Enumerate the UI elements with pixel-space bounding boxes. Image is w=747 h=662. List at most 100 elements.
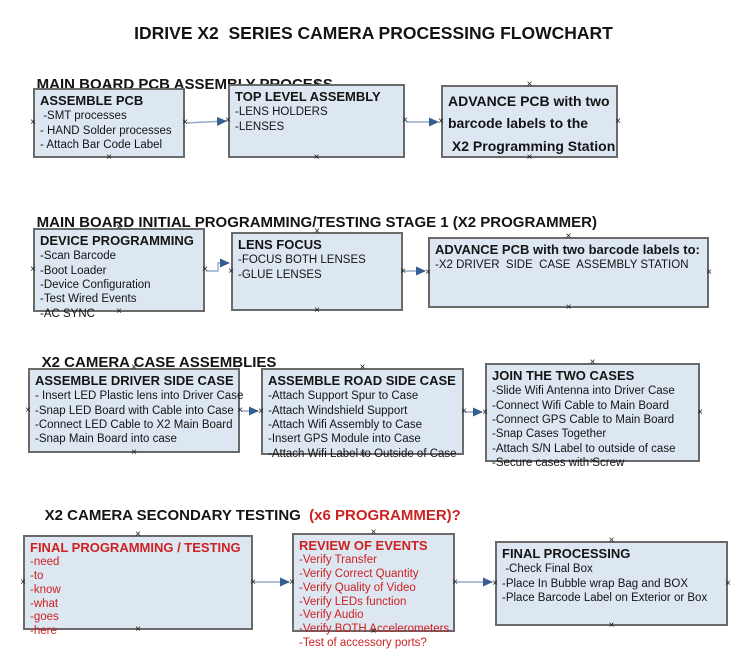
connector-handle-left: × [258, 405, 264, 417]
flow-box-advance-pcb-driver-side: ADVANCE PCB with two barcode labels to: … [425, 232, 712, 313]
flow-box-advance-pcb-programming-station: ADVANCE PCB with two barcode labels to t… [438, 80, 621, 163]
box-item: -Secure cases with Screw [492, 457, 625, 470]
box-item: - Insert LED Plastic lens into Driver Ca… [35, 390, 244, 403]
flow-arrow-assemble-to-toplevel [185, 116, 227, 126]
connector-handle-top: × [608, 535, 615, 546]
section-heading-case-assemblies: X2 CAMERA CASE ASSEMBLIES [25, 337, 277, 388]
flow-box-final-processing: FINAL PROCESSING -Check Final Box-Place … [492, 536, 731, 631]
connector-handle-bottom: × [313, 152, 320, 163]
box-item: -Attach Wifi Assembly to Case [268, 419, 423, 431]
flow-box-join-the-two-cases: JOIN THE TWO CASES -Slide Wifi Antenna i… [482, 358, 703, 470]
connector-handle-left: × [425, 266, 431, 278]
box-item: -Place In Bubble wrap Bag and BOX [502, 577, 689, 590]
box-title: TOP LEVEL ASSEMBLY [235, 89, 381, 104]
connector-handle-left: × [492, 577, 498, 589]
box-title: FINAL PROGRAMMING / TESTING [30, 540, 241, 555]
box-items: -FOCUS BOTH LENSES-GLUE LENSES [238, 253, 396, 282]
connector-handle-left: × [225, 115, 231, 126]
box-items: - Insert LED Plastic lens into Driver Ca… [35, 389, 244, 447]
connector-handle-right: × [250, 576, 256, 588]
box-item: -Verify Correct Quantity [299, 568, 419, 581]
box-item: -Verify BOTH Accelerometers [299, 623, 450, 636]
flow-box-review-of-events: REVIEW OF EVENTS -Verify Transfer-Verify… [289, 528, 458, 650]
box-item: -Test of accessory ports? [299, 637, 427, 650]
box-items: -Attach Support Spur to Case-Attach Wind… [268, 389, 457, 461]
heading-red-suffix: (x6 PROGRAMMER)? [300, 507, 461, 524]
box-item: -Device Configuration [40, 279, 151, 291]
connector-handle-left: × [289, 576, 295, 588]
box-item: -Check Final Box [502, 563, 593, 576]
connector-handle-right: × [706, 266, 712, 278]
connector-handle-right: × [182, 117, 188, 128]
box-item: -Verify Transfer [299, 554, 377, 567]
box-title: FINAL PROCESSING [502, 546, 631, 561]
connector-handle-right: × [400, 265, 406, 277]
connector-handle-right: × [237, 404, 243, 416]
box-item: -Connect LED Cable to X2 Main Board [35, 419, 233, 431]
box-item: -know [30, 583, 61, 596]
heading-text: X2 CAMERA CASE ASSEMBLIES [41, 354, 277, 371]
box-item: -LENS HOLDERS [235, 106, 328, 119]
box-items: -LENS HOLDERS-LENSES [235, 105, 398, 134]
box-item: -Attach Windshield Support [268, 404, 408, 417]
box-item: -Test Wired Events [40, 293, 137, 306]
connector-handle-left: × [228, 265, 234, 277]
box-item: -Snap Main Board into case [35, 433, 177, 446]
connector-handle-bottom: × [131, 447, 137, 458]
box-item: -what [30, 597, 59, 610]
connector-handle-bottom: × [565, 302, 572, 313]
box-item: -FOCUS BOTH LENSES [238, 254, 366, 267]
connector-handle-left: × [30, 117, 36, 128]
box-item: -to [30, 570, 44, 583]
connector-handle-right: × [461, 405, 467, 417]
page-title: IDRIVE X2 SERIES CAMERA PROCESSING FLOWC… [134, 23, 613, 43]
connector-handle-right: × [452, 576, 458, 588]
connector-handle-right: × [402, 115, 408, 126]
box-item: - HAND Solder processes [40, 124, 172, 137]
section-heading-initial-programming: MAIN BOARD INITIAL PROGRAMMING/TESTING S… [20, 197, 597, 248]
box-item: -Attach S/N Label to outside of case [492, 442, 676, 455]
box-title: ASSEMBLE DRIVER SIDE CASE [35, 373, 234, 388]
box-item: -Slide Wifi Antenna into Driver Case [492, 385, 675, 398]
connector-handle-left: × [20, 576, 26, 588]
box-title: ASSEMBLE ROAD SIDE CASE [268, 373, 456, 388]
box-item: -Verify LEDs function [299, 595, 407, 608]
flow-box-assemble-road-side-case: ASSEMBLE ROAD SIDE CASE -Attach Support … [258, 363, 467, 460]
box-item: -goes [30, 611, 59, 624]
connector-handle-bottom: × [314, 305, 320, 316]
box-items: -Verify Transfer-Verify Correct Quantity… [299, 554, 450, 651]
flow-box-final-programming-testing: FINAL PROGRAMMING / TESTING -need-to-kno… [20, 530, 256, 638]
box-item: -Insert GPS Module into Case [268, 433, 421, 446]
connector-handle-top: × [589, 357, 596, 368]
box-items: -Slide Wifi Antenna into Driver Case-Con… [492, 384, 693, 470]
box-items: -need-to-know-what-goes-here [30, 556, 246, 639]
box-item: -Attach Support Spur to Case [268, 390, 419, 403]
connector-handle-bottom: × [106, 152, 112, 163]
box-title: REVIEW OF EVENTS [299, 538, 428, 553]
box-items: -X2 DRIVER SIDE CASE ASSEMBLY STATION [435, 258, 702, 272]
box-title: JOIN THE TWO CASES [492, 368, 635, 383]
box-title: LENS FOCUS [238, 237, 322, 252]
box-items: -Check Final Box-Place In Bubble wrap Ba… [502, 562, 721, 605]
box-title: ADVANCE PCB with two barcode labels to t… [448, 93, 616, 154]
box-item: -Scan Barcode [40, 250, 117, 263]
box-item: -X2 DRIVER SIDE CASE ASSEMBLY STATION [435, 259, 689, 272]
box-item: -Boot Loader [40, 264, 107, 277]
flow-arrow-device-to-lensfocus [206, 258, 230, 272]
box-item: -here [30, 625, 57, 638]
box-item: - Attach Bar Code Label [40, 139, 163, 151]
flow-box-lens-focus: LENS FOCUS -FOCUS BOTH LENSES-GLUE LENSE… [228, 227, 406, 316]
flow-box-assemble-driver-side-case: ASSEMBLE DRIVER SIDE CASE - Insert LED P… [25, 363, 244, 458]
connector-handle-bottom: × [608, 620, 615, 631]
flow-box-device-programming: DEVICE PROGRAMMING -Scan Barcode-Boot Lo… [30, 223, 208, 320]
box-item: -Verify Quality of Video [299, 581, 416, 594]
connector-handle-left: × [482, 406, 488, 418]
connector-handle-right: × [202, 264, 208, 275]
connector-handle-right: × [615, 115, 621, 127]
box-item: -Snap LED Board with Cable into Case [35, 404, 234, 417]
connector-handle-top: × [359, 362, 366, 373]
box-item: -Snap Cases Together [492, 428, 607, 441]
connector-handle-right: × [697, 406, 703, 418]
box-item: -GLUE LENSES [238, 268, 322, 281]
